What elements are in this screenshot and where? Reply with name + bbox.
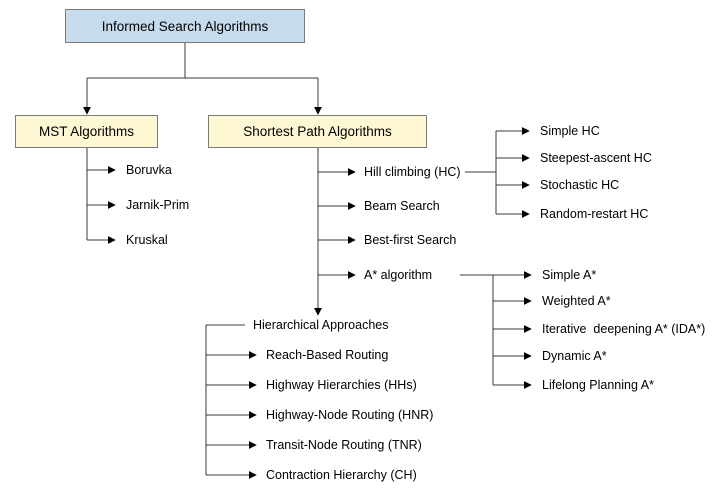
a-star-variant-ida: Iterative deepening A* (IDA*) (542, 322, 706, 336)
sp-item-hill-climbing: Hill climbing (HC) (364, 165, 461, 179)
mst-item-kruskal: Kruskal (126, 233, 168, 247)
hc-variant-stochastic: Stochastic HC (540, 178, 620, 192)
hierarchical-item-transit-node: Transit-Node Routing (TNR) (266, 438, 422, 452)
sp-item-best-first: Best-first Search (364, 233, 457, 247)
sp-item-beam-search: Beam Search (364, 199, 440, 213)
sp-item-a-star: A* algorithm (364, 268, 433, 282)
a-star-variant-weighted: Weighted A* (542, 294, 611, 308)
hierarchical-item-highway-node: Highway-Node Routing (HNR) (266, 408, 434, 422)
shortest-path-label: Shortest Path Algorithms (243, 124, 392, 139)
hc-variant-simple: Simple HC (540, 124, 600, 138)
mst-algorithms-node: MST Algorithms (15, 115, 158, 148)
a-star-variant-simple: Simple A* (542, 268, 597, 282)
hierarchical-item-highway-hierarchies: Highway Hierarchies (HHs) (266, 378, 417, 392)
hc-variant-random-restart: Random-restart HC (540, 207, 649, 221)
mst-label: MST Algorithms (38, 124, 135, 139)
hc-variant-steepest: Steepest-ascent HC (540, 151, 652, 165)
shortest-path-node: Shortest Path Algorithms (208, 115, 427, 148)
hierarchical-approaches-title: Hierarchical Approaches (253, 318, 389, 332)
a-star-variant-lifelong: Lifelong Planning A* (542, 378, 654, 392)
hierarchical-item-contraction: Contraction Hierarchy (CH) (266, 468, 417, 482)
root-node: Informed Search Algorithms (65, 9, 305, 43)
a-star-variant-dynamic: Dynamic A* (542, 349, 607, 363)
root-label: Informed Search Algorithms (101, 18, 269, 34)
mst-item-boruvka: Boruvka (126, 163, 172, 177)
mst-item-jarnik-prim: Jarnik-Prim (126, 198, 190, 212)
hierarchical-item-reach-based: Reach-Based Routing (266, 348, 389, 362)
